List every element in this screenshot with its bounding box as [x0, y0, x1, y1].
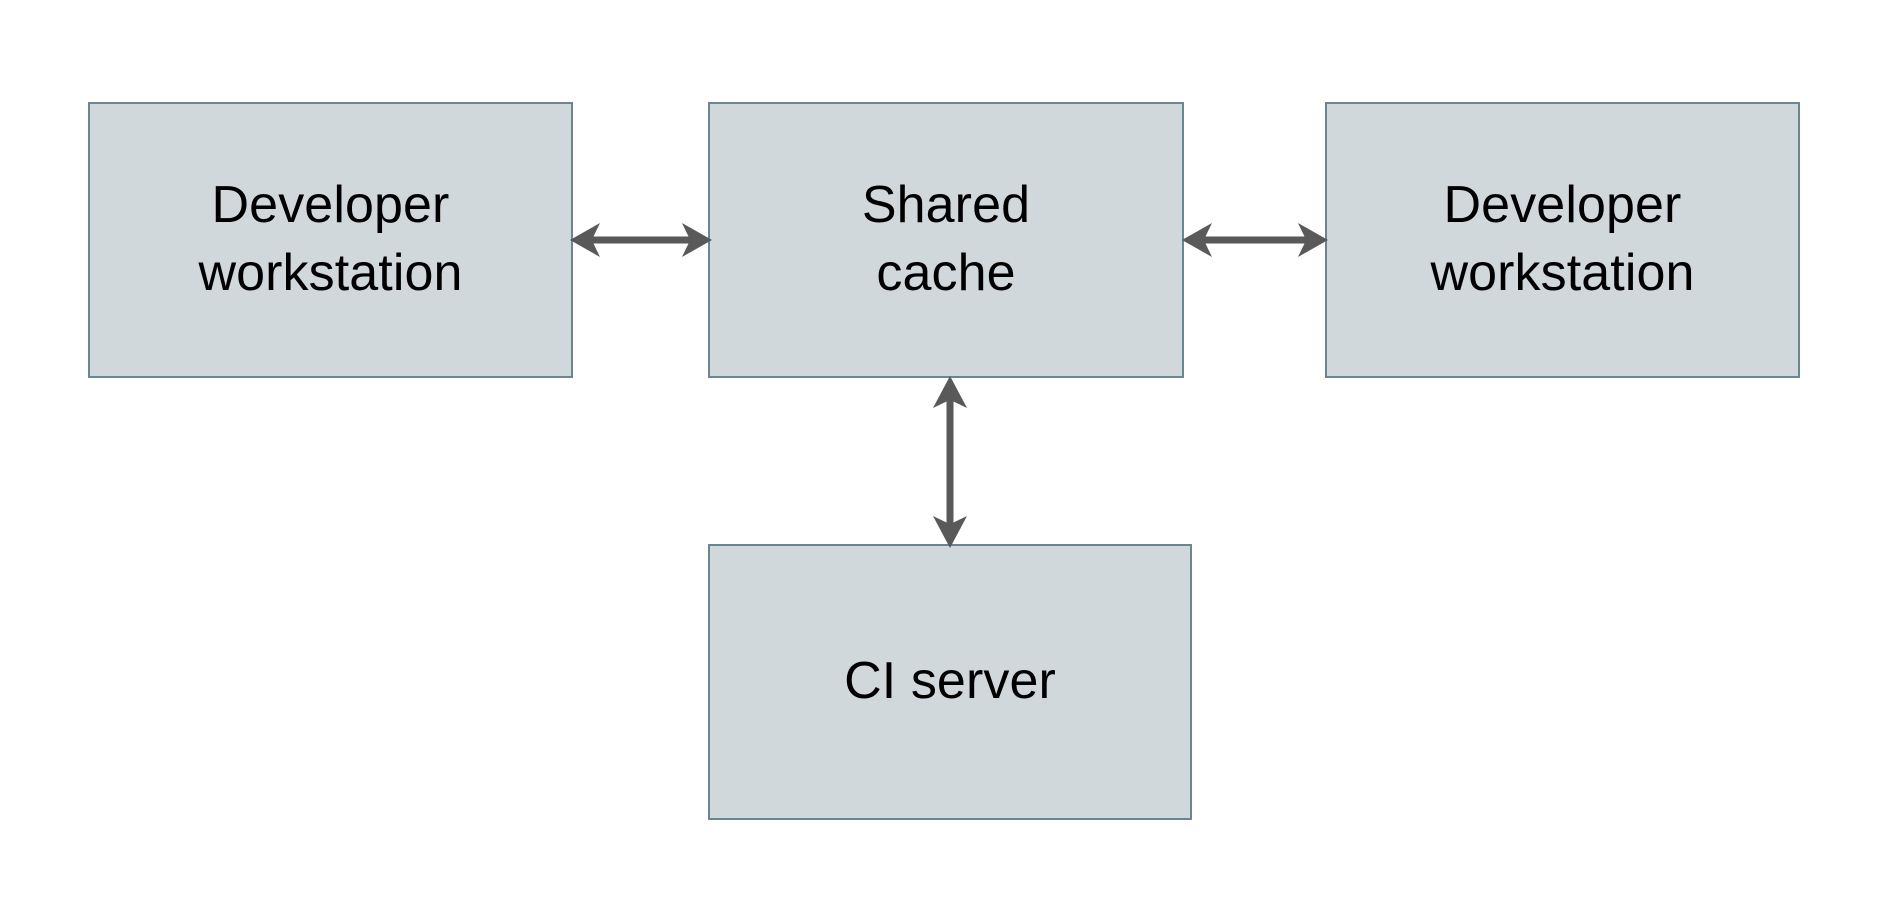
node-developer-workstation-right[interactable]: Developer workstation: [1325, 102, 1800, 378]
edge-shared-cache-to-developer-workstation-right: [1182, 218, 1328, 262]
node-label: CI server: [844, 652, 1056, 711]
edge-shared-cache-to-ci-server: [928, 376, 972, 548]
node-ci-server[interactable]: CI server: [708, 544, 1192, 820]
double-arrow-horizontal-icon: [570, 223, 712, 257]
node-label: Developer workstation: [1430, 176, 1695, 302]
node-developer-workstation-left[interactable]: Developer workstation: [88, 102, 573, 378]
node-label: Shared cache: [861, 176, 1031, 302]
node-shared-cache[interactable]: Shared cache: [708, 102, 1184, 378]
edge-developer-workstation-left-to-shared-cache: [570, 218, 712, 262]
node-label: Developer workstation: [198, 176, 463, 302]
double-arrow-horizontal-icon: [1182, 223, 1328, 257]
double-arrow-vertical-icon: [933, 376, 967, 548]
